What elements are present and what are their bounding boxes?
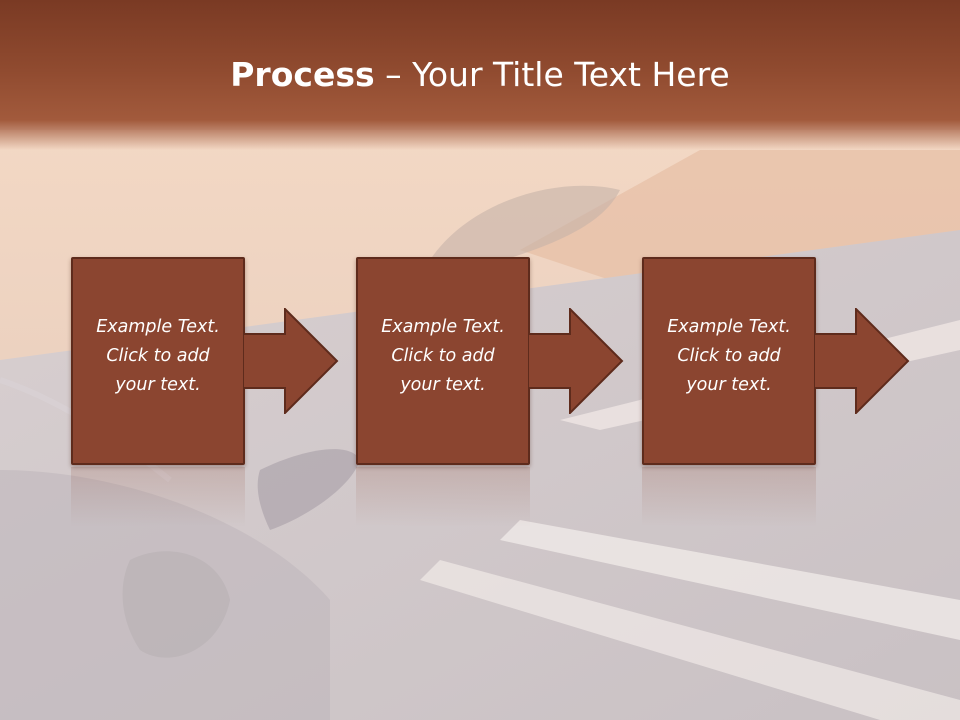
step-text[interactable]: Example Text. Click to add your text.: [644, 313, 814, 400]
step-text-line: your text.: [686, 375, 772, 395]
slide-title[interactable]: Process – Your Title Text Here: [0, 52, 960, 98]
step-text[interactable]: Example Text. Click to add your text.: [358, 313, 528, 400]
right-arrow-icon: [528, 308, 624, 414]
right-arrow-icon: [243, 308, 339, 414]
step-text-line: Example Text.: [96, 317, 220, 337]
title-separator: –: [374, 55, 413, 94]
process-step-box[interactable]: Example Text. Click to add your text.: [356, 257, 530, 465]
title-rest-text: Your Title Text Here: [412, 55, 730, 94]
box-reflection: [356, 467, 530, 527]
process-step-box[interactable]: Example Text. Click to add your text.: [642, 257, 816, 465]
step-text-line: Click to add: [106, 346, 210, 366]
step-text-line: Example Text.: [381, 317, 505, 337]
box-reflection: [642, 467, 816, 527]
step-text-line: your text.: [115, 375, 201, 395]
step-text-line: your text.: [400, 375, 486, 395]
title-bar: [0, 0, 960, 150]
step-text[interactable]: Example Text. Click to add your text.: [73, 313, 243, 400]
process-step-box[interactable]: Example Text. Click to add your text.: [71, 257, 245, 465]
step-text-line: Click to add: [677, 346, 781, 366]
step-text-line: Example Text.: [667, 317, 791, 337]
title-bold-text: Process: [230, 55, 375, 94]
box-reflection: [71, 467, 245, 527]
step-text-line: Click to add: [391, 346, 495, 366]
right-arrow-icon: [814, 308, 910, 414]
